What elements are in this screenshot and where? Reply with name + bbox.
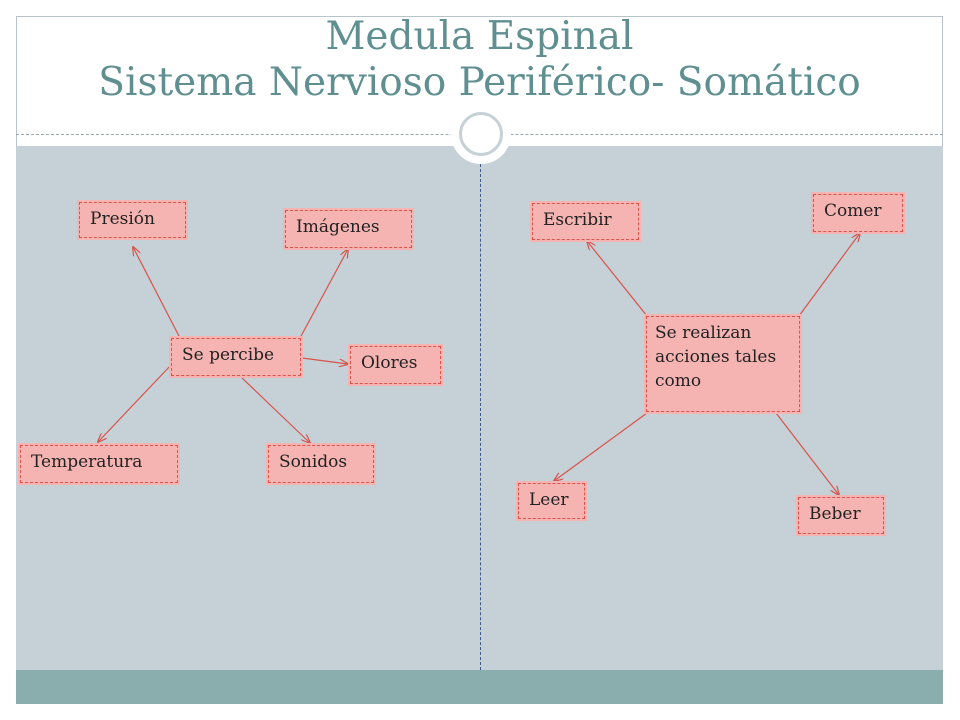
node-beber: Beber (798, 497, 884, 534)
arrow-to-beber (775, 412, 839, 495)
node-se-realizan: Se realizan acciones tales como (646, 316, 800, 412)
footer-band (16, 670, 943, 704)
arrow-to-imagenes (299, 249, 348, 339)
node-escribir: Escribir (532, 203, 639, 240)
center-divider (480, 164, 481, 670)
node-sonidos: Sonidos (268, 445, 374, 483)
arrow-to-leer (554, 412, 648, 481)
slide-title: Medula Espinal Sistema Nervioso Periféri… (16, 14, 943, 106)
node-leer: Leer (518, 483, 585, 519)
arrow-to-temperatura (98, 363, 173, 442)
title-line-2: Sistema Nervioso Periférico- Somático (98, 60, 861, 105)
circle-badge-ring-icon (459, 112, 503, 156)
node-temperatura: Temperatura (20, 445, 178, 483)
arrow-to-comer (798, 233, 860, 317)
node-se-percibe: Se percibe (171, 338, 301, 376)
arrow-to-presion (133, 247, 181, 339)
node-comer: Comer (813, 194, 903, 232)
arrow-to-sonidos (239, 375, 310, 443)
node-olores: Olores (350, 346, 441, 384)
arrow-to-escribir (587, 241, 648, 317)
node-presion: Presión (79, 202, 186, 238)
title-line-1: Medula Espinal (325, 14, 634, 59)
arrow-to-olores (301, 357, 348, 364)
node-imagenes: Imágenes (285, 210, 412, 248)
